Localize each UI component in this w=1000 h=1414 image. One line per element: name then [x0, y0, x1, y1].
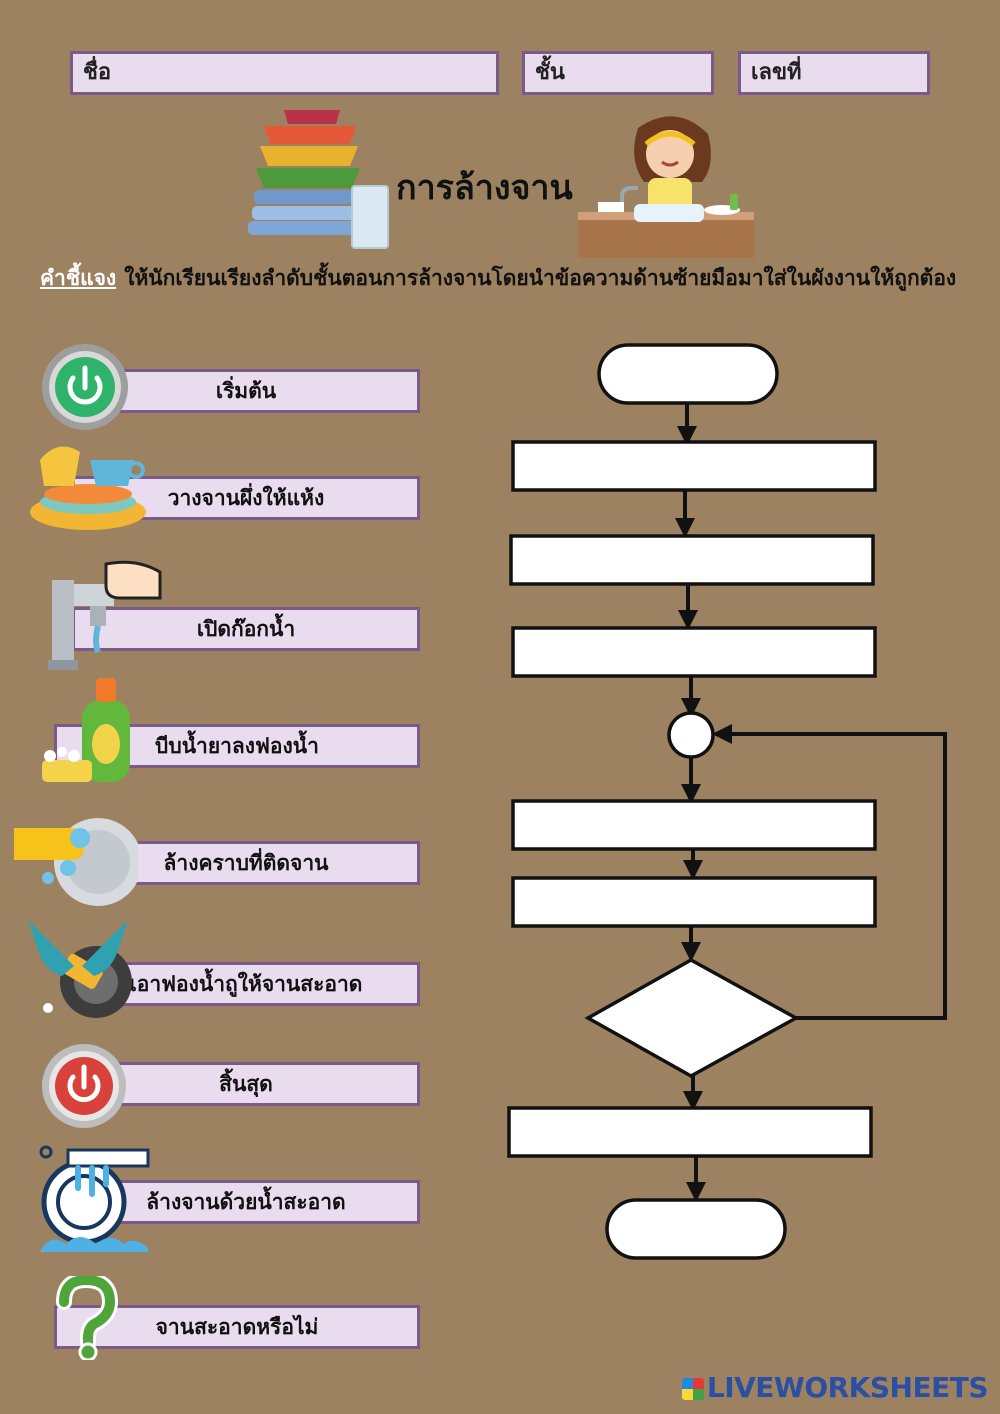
power-green-icon	[40, 342, 130, 432]
instruction-text: คำชี้แจง ให้นักเรียนเรียงลำดับชั้นตอนการล…	[40, 262, 975, 295]
power-red-icon	[40, 1042, 128, 1130]
flowchart-process-box-6[interactable]	[509, 1108, 871, 1156]
dish-stack-icon	[28, 440, 152, 540]
flowchart-end-terminal[interactable]	[607, 1200, 785, 1258]
instruction-body: ให้นักเรียนเรียงลำดับชั้นตอนการล้างจานโด…	[124, 266, 956, 290]
flowchart-process-box-5[interactable]	[513, 878, 875, 926]
dish-pile-illustration	[244, 106, 394, 251]
flowchart-process-box-4[interactable]	[513, 801, 875, 849]
flowchart-start-terminal[interactable]	[599, 345, 777, 403]
faucet-icon	[46, 556, 164, 674]
liveworksheets-logo-icon	[682, 1378, 704, 1400]
girl-washing-illustration	[578, 108, 754, 258]
flowchart-connector	[669, 713, 713, 757]
instruction-lead: คำชี้แจง	[40, 266, 116, 290]
flowchart	[480, 330, 980, 1270]
glove-plate-icon	[14, 804, 138, 910]
flowchart-process-box-2[interactable]	[511, 536, 873, 584]
name-field[interactable]: ชื่อ	[70, 51, 499, 95]
page-title: การล้างจาน	[396, 160, 573, 214]
flow-loop-arrow	[716, 734, 945, 1018]
dish-soap-icon	[36, 674, 136, 786]
number-field[interactable]: เลขที่	[738, 51, 930, 95]
flowchart-decision[interactable]	[588, 960, 796, 1076]
rinse-plate-icon	[38, 1144, 152, 1256]
liveworksheets-logo: LIVEWORKSHEETS	[682, 1371, 988, 1404]
question-icon	[54, 1276, 118, 1360]
flowchart-process-box-3[interactable]	[513, 628, 875, 676]
scrub-hands-icon	[24, 920, 132, 1024]
flowchart-process-box-1[interactable]	[513, 442, 875, 490]
class-field[interactable]: ชั้น	[522, 51, 714, 95]
brand-text: LIVEWORKSHEETS	[707, 1371, 988, 1404]
